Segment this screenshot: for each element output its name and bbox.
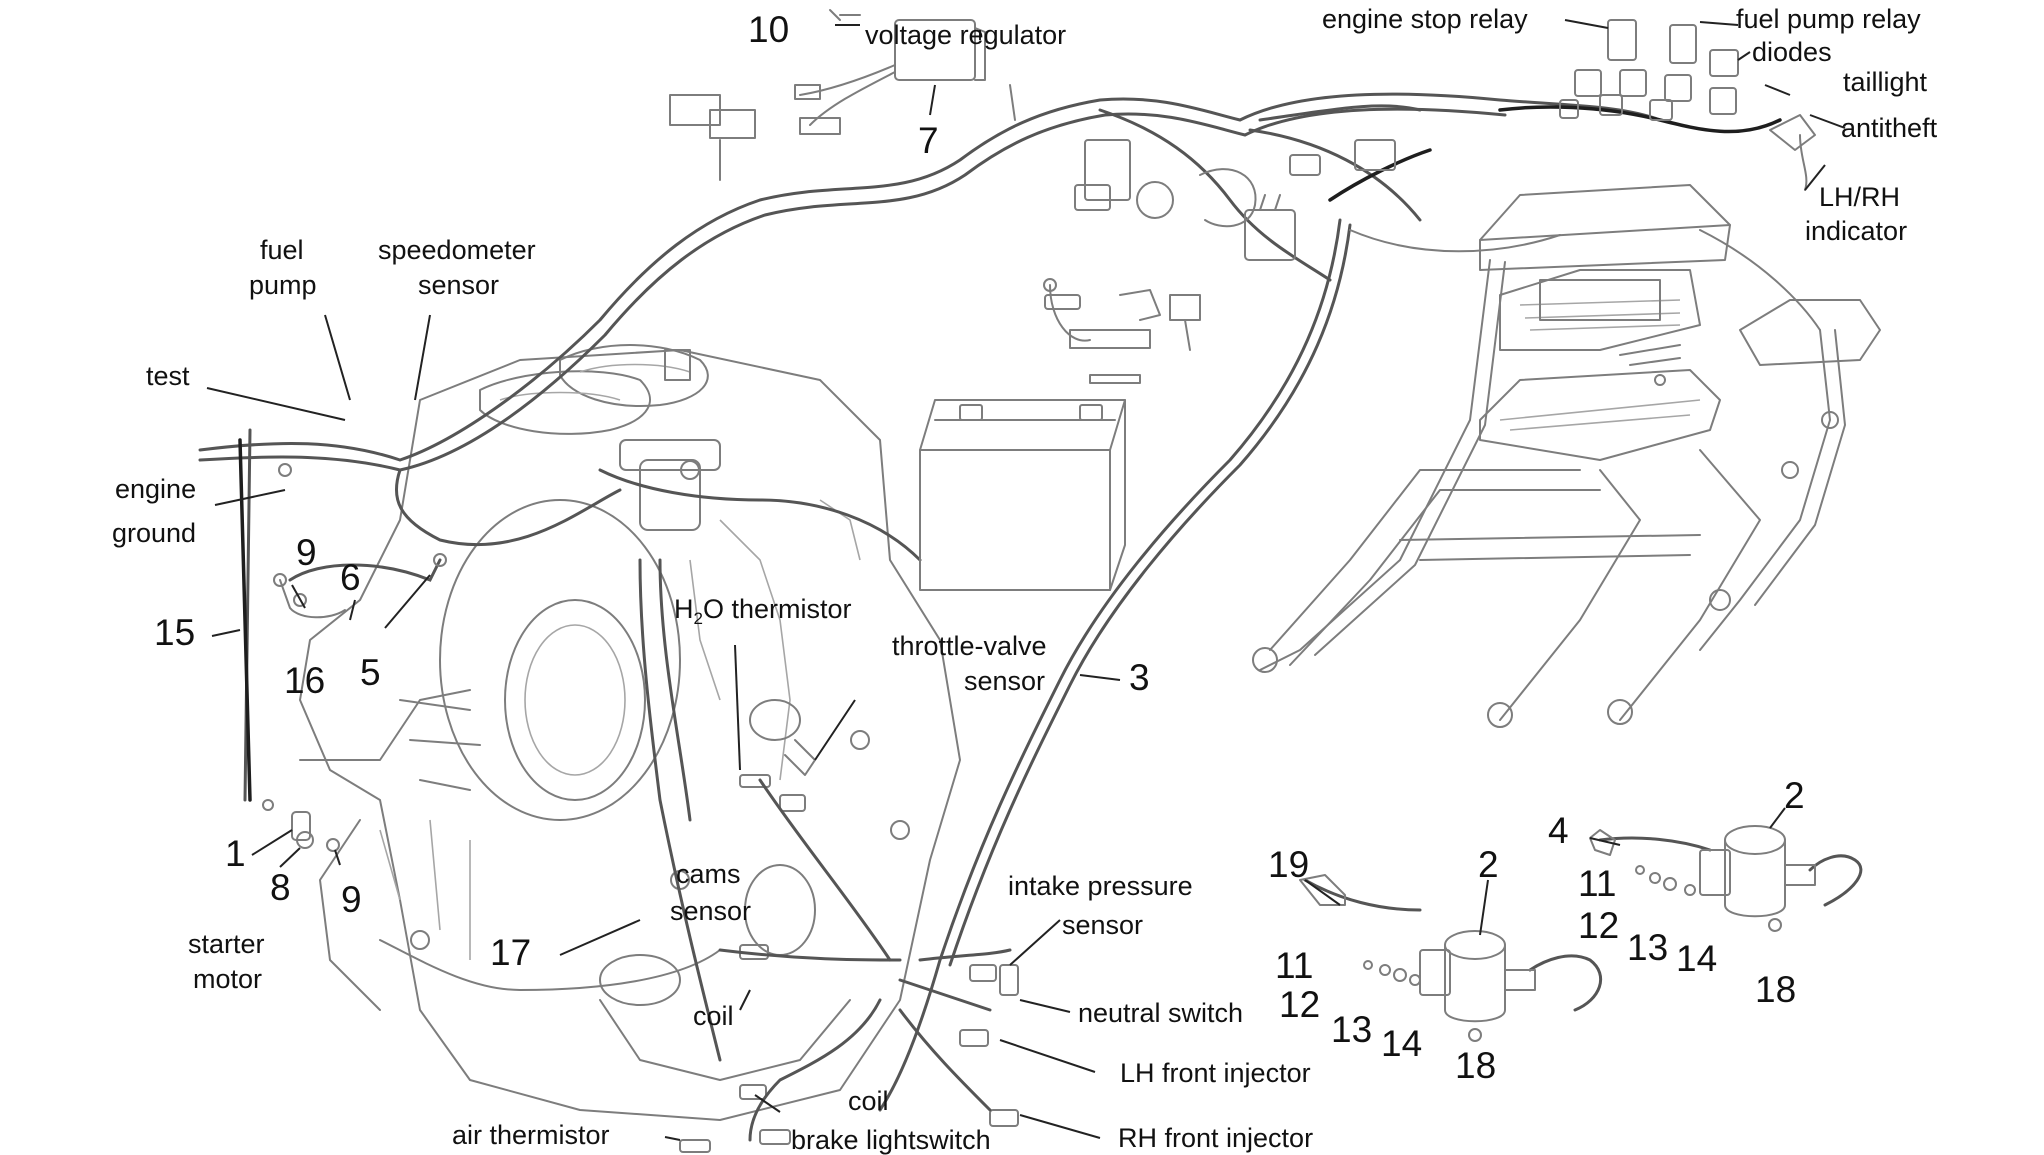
label-engine-ground-line1: engine [115, 474, 196, 504]
engine-block-drawing [299, 344, 961, 1121]
frame-subframe-drawing [1252, 229, 1881, 728]
label-fuel-pump-line1: fuel [260, 235, 304, 265]
callout-3: 3 [1129, 657, 1150, 698]
callout-17: 17 [490, 932, 531, 973]
battery-drawing [919, 399, 1126, 591]
callout-1: 1 [225, 833, 246, 874]
label-coil-lower: coil [848, 1086, 889, 1116]
label-cams-sensor-line2: sensor [670, 896, 751, 926]
callout-15: 15 [154, 612, 195, 653]
callout-9-lower: 9 [341, 879, 362, 920]
label-starter-motor-line1: starter [188, 929, 265, 959]
label-test: test [146, 361, 190, 391]
leader-lines [206, 19, 1846, 1141]
callout-7: 7 [918, 120, 939, 161]
callout-2-right: 2 [1784, 775, 1805, 816]
callout-14-left: 14 [1381, 1023, 1422, 1064]
label-fuel-pump-line2: pump [249, 270, 317, 300]
callout-12-right: 12 [1578, 905, 1619, 946]
label-engine-stop-relay: engine stop relay [1322, 4, 1528, 34]
starter-hardware-drawing [262, 463, 447, 852]
component-labels: voltage regulator engine stop relay fuel… [112, 4, 1938, 1155]
callout-14-right: 14 [1676, 938, 1717, 979]
upper-components-drawing [1043, 139, 1396, 384]
label-fuel-pump-relay: fuel pump relay [1736, 4, 1921, 34]
callout-5: 5 [360, 652, 381, 693]
callout-9-upper: 9 [296, 532, 317, 573]
label-lh-front-injector: LH front injector [1120, 1058, 1311, 1088]
callout-6: 6 [340, 557, 361, 598]
label-lh-rh-indicator-line1: LH/RH [1819, 182, 1900, 212]
label-throttle-valve-sensor-line2: sensor [964, 666, 1045, 696]
wiring-harness-drawing [198, 92, 1782, 1142]
callout-10: 10 [748, 9, 789, 50]
control-unit-drawing [1479, 184, 1731, 461]
label-diodes: diodes [1752, 37, 1832, 67]
ignition-coil-drawing [1299, 874, 1603, 1042]
label-starter-motor-line2: motor [193, 964, 262, 994]
label-lh-rh-indicator-line2: indicator [1805, 216, 1907, 246]
callout-12-left: 12 [1279, 984, 1320, 1025]
label-speedometer-sensor-line1: speedometer [378, 235, 536, 265]
label-coil-upper: coil [693, 1001, 734, 1031]
engine-sensors-drawing [679, 699, 1019, 1153]
label-throttle-valve-sensor-line1: throttle-valve [892, 631, 1047, 661]
label-intake-pressure-sensor-line1: intake pressure [1008, 871, 1193, 901]
label-taillight: taillight [1843, 67, 1928, 97]
callout-4: 4 [1548, 810, 1569, 851]
label-rh-front-injector: RH front injector [1118, 1123, 1313, 1153]
callout-11-right: 11 [1578, 863, 1616, 904]
label-cams-sensor-line1: cams [676, 859, 741, 889]
label-antitheft: antitheft [1841, 113, 1938, 143]
ignition-coil-drawing-right [1589, 825, 1863, 932]
label-air-thermistor: air thermistor [452, 1120, 610, 1150]
callout-8: 8 [270, 867, 291, 908]
label-engine-ground-line2: ground [112, 518, 196, 548]
callout-19: 19 [1268, 844, 1309, 885]
label-intake-pressure-sensor-line2: sensor [1062, 910, 1143, 940]
callout-18-right: 18 [1755, 969, 1796, 1010]
callout-numbers: 10 7 9 6 15 16 5 3 1 8 9 17 19 2 11 12 1… [154, 9, 1805, 1086]
label-neutral-switch: neutral switch [1078, 998, 1243, 1028]
callout-13-right: 13 [1627, 927, 1668, 968]
label-voltage-regulator: voltage regulator [865, 20, 1066, 50]
callout-2-left: 2 [1478, 844, 1499, 885]
label-speedometer-sensor-line2: sensor [418, 270, 499, 300]
relay-drawing [1559, 19, 1816, 191]
voltage-regulator-drawing [669, 9, 1016, 181]
callout-11-left: 11 [1275, 945, 1313, 986]
label-h2o-thermistor: H2O thermistor [674, 594, 852, 628]
label-brake-lightswitch: brake lightswitch [791, 1125, 991, 1155]
callout-13-left: 13 [1331, 1009, 1372, 1050]
callout-18-left: 18 [1455, 1045, 1496, 1086]
callout-16: 16 [284, 660, 325, 701]
